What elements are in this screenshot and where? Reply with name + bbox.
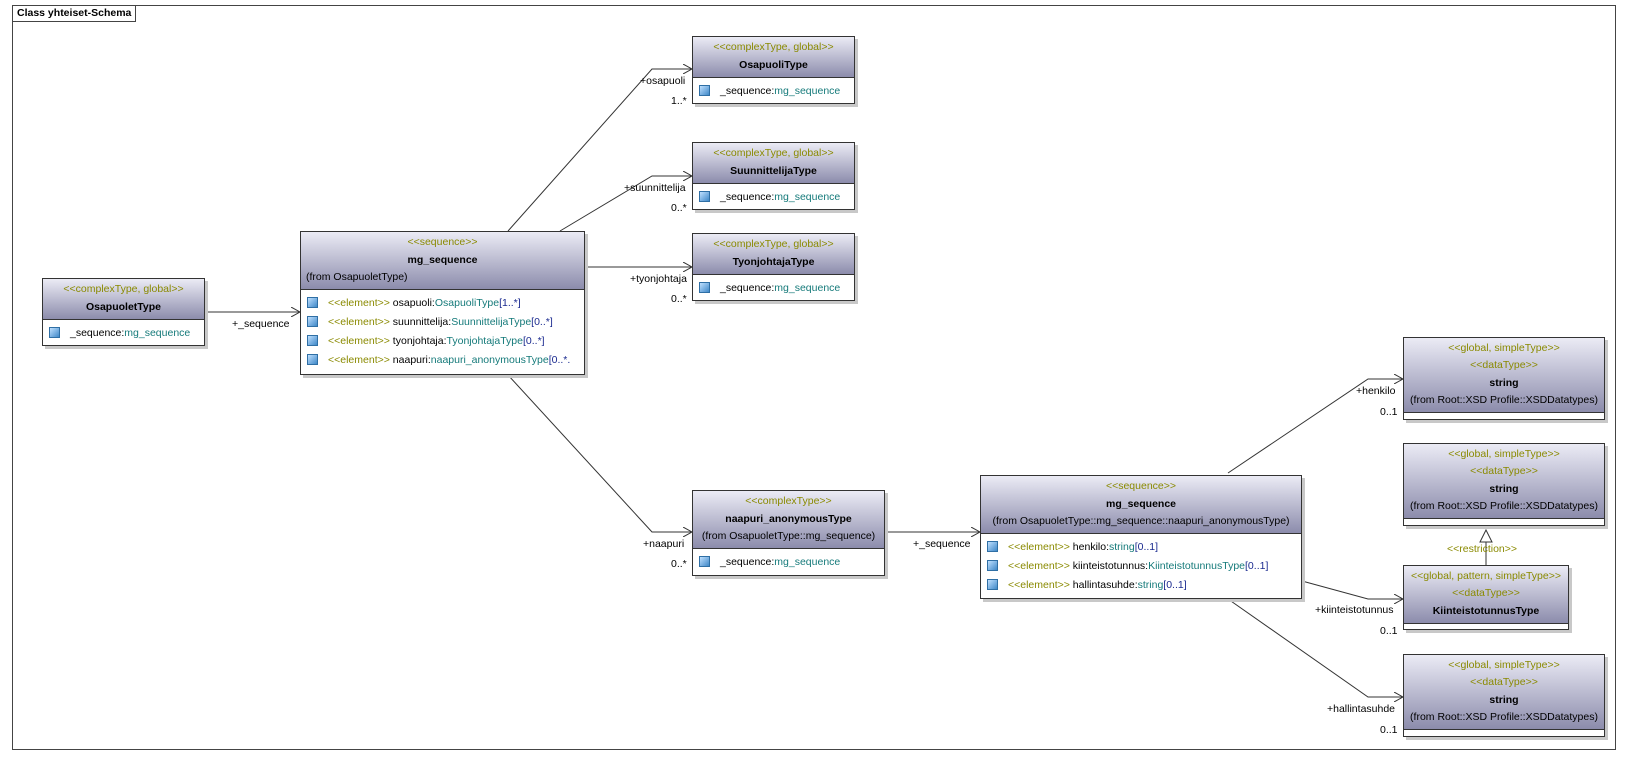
role-label: +tyonjohtaja [630, 273, 687, 285]
attribute[interactable]: <<element>> suunnittelija:SuunnittelijaT… [301, 313, 584, 332]
attribute-icon [307, 316, 318, 327]
stereotype: <<dataType>> [1470, 465, 1538, 477]
link-kiinteistotunnus [1301, 580, 1403, 599]
class-name: SuunnittelijaType [730, 165, 817, 177]
class-naapuri-anonymoustype[interactable]: <<complexType>> naapuri_anonymousType (f… [692, 490, 885, 576]
stereotype: <<global, pattern, simpleType>> [1410, 570, 1561, 582]
class-mg-sequence-naapuri[interactable]: <<sequence>> mg_sequence (from Osapuolet… [980, 475, 1302, 599]
stereotype: <<global, simpleType>> [1448, 659, 1560, 671]
stereotype: <<complexType, global>> [63, 283, 184, 295]
class-origin: (from OsapuoletType) [306, 271, 408, 283]
link-osapuoli [507, 69, 692, 232]
stereotype: <<dataType>> [1470, 676, 1538, 688]
attribute-icon [987, 541, 998, 552]
class-name: string [1489, 483, 1519, 495]
frame-title: Class yhteiset-Schema [13, 6, 137, 22]
multiplicity-label: 0..1 [1380, 625, 1398, 637]
role-label: +_sequence [232, 318, 290, 330]
class-tyonjohtajatype[interactable]: <<complexType, global>> TyonjohtajaType … [692, 233, 855, 301]
attribute[interactable]: _sequence:mg_sequence [693, 188, 854, 207]
class-origin: (from Root::XSD Profile::XSDDatatypes) [1410, 711, 1598, 723]
role-label: +suunnittelija [624, 182, 686, 194]
attribute-icon [987, 560, 998, 571]
restriction-arrowhead [1479, 528, 1493, 543]
attribute[interactable]: _sequence:mg_sequence [693, 82, 854, 101]
class-name: string [1489, 377, 1519, 389]
stereotype: <<complexType, global>> [713, 41, 834, 53]
attribute-icon [699, 191, 710, 202]
stereotype: <<dataType>> [1452, 587, 1520, 599]
stereotype: <<complexType, global>> [713, 238, 834, 250]
class-kiinteistotunnustype[interactable]: <<global, pattern, simpleType>> <<dataTy… [1403, 565, 1569, 630]
class-origin: (from Root::XSD Profile::XSDDatatypes) [1410, 394, 1598, 406]
attribute[interactable]: <<element>> naapuri:naapuri_anonymousTyp… [301, 351, 584, 370]
attribute[interactable]: <<element>> tyonjohtaja:TyonjohtajaType[… [301, 332, 584, 351]
class-string-henkilo[interactable]: <<global, simpleType>> <<dataType>> stri… [1403, 337, 1605, 420]
stereotype: <<sequence>> [407, 236, 478, 248]
stereotype: <<sequence>> [1105, 480, 1177, 492]
attribute[interactable]: _sequence:mg_sequence [43, 324, 204, 343]
multiplicity-label: 0..* [671, 202, 687, 214]
diagram-frame: Class yhteiset-Schema [12, 5, 1616, 750]
class-name: OsapuoliType [739, 59, 808, 71]
class-origin: (from OsapuoletType::mg_sequence::naapur… [992, 515, 1290, 527]
class-origin: (from Root::XSD Profile::XSDDatatypes) [1410, 500, 1598, 512]
class-string-hallintasuhde[interactable]: <<global, simpleType>> <<dataType>> stri… [1403, 654, 1605, 737]
stereotype: <<global, simpleType>> [1448, 342, 1560, 354]
link-hallintasuhde [1227, 598, 1403, 697]
role-label: +kiinteistotunnus [1315, 604, 1394, 616]
stereotype: <<global, simpleType>> [1448, 448, 1560, 460]
restriction-label: <<restriction>> [1447, 543, 1518, 555]
class-name: OsapuoletType [85, 301, 162, 313]
class-suunnittelijatype[interactable]: <<complexType, global>> SuunnittelijaTyp… [692, 142, 855, 210]
class-osapuolettype[interactable]: <<complexType, global>> OsapuoletType _s… [42, 278, 205, 346]
attribute[interactable]: <<element>> kiinteistotunnus:Kiinteistot… [981, 557, 1301, 576]
attribute[interactable]: <<element>> hallintasuhde:string[0..1] [981, 576, 1301, 595]
attribute-icon [307, 354, 318, 365]
stereotype: <<dataType>> [1470, 359, 1538, 371]
attribute-icon [987, 579, 998, 590]
class-osapuolitype[interactable]: <<complexType, global>> OsapuoliType _se… [692, 36, 855, 104]
multiplicity-label: 0..1 [1380, 406, 1398, 418]
class-name: mg_sequence [407, 254, 478, 266]
attribute-icon [49, 327, 60, 338]
attribute[interactable]: <<element>> henkilo:string[0..1] [981, 538, 1301, 557]
attribute[interactable]: _sequence:mg_sequence [693, 279, 854, 298]
attribute-icon [699, 556, 710, 567]
class-name: naapuri_anonymousType [725, 513, 852, 525]
role-label: +hallintasuhde [1327, 703, 1396, 715]
role-label: +henkilo [1356, 385, 1396, 397]
role-label: +naapuri [643, 538, 685, 550]
class-name: TyonjohtajaType [732, 256, 815, 268]
link-suunnittelija [559, 176, 692, 232]
link-naapuri [507, 374, 692, 532]
multiplicity-label: 0..* [671, 558, 687, 570]
multiplicity-label: 0..* [671, 293, 687, 305]
attribute[interactable]: <<element>> osapuoli:OsapuoliType[1..*] [301, 294, 584, 313]
multiplicity-label: 0..1 [1380, 724, 1398, 736]
multiplicity-label: 1..* [671, 95, 687, 107]
class-name: string [1489, 694, 1519, 706]
role-label: +_sequence [913, 538, 971, 550]
class-name: mg_sequence [1105, 498, 1177, 510]
class-string-base[interactable]: <<global, simpleType>> <<dataType>> stri… [1403, 443, 1605, 526]
attribute-icon [307, 335, 318, 346]
attribute-icon [699, 282, 710, 293]
class-mg-sequence-osapuolet[interactable]: <<sequence>> mg_sequence (from Osapuolet… [300, 231, 585, 375]
stereotype: <<complexType>> [745, 495, 832, 507]
class-name: KiinteistotunnusType [1432, 605, 1540, 617]
stereotype: <<complexType, global>> [713, 147, 834, 159]
class-origin: (from OsapuoletType::mg_sequence) [701, 530, 876, 542]
attribute-icon [699, 85, 710, 96]
link-henkilo [1227, 379, 1403, 474]
attribute-icon [307, 297, 318, 308]
role-label: +osapuoli [640, 75, 686, 87]
attribute[interactable]: _sequence:mg_sequence [693, 553, 884, 572]
